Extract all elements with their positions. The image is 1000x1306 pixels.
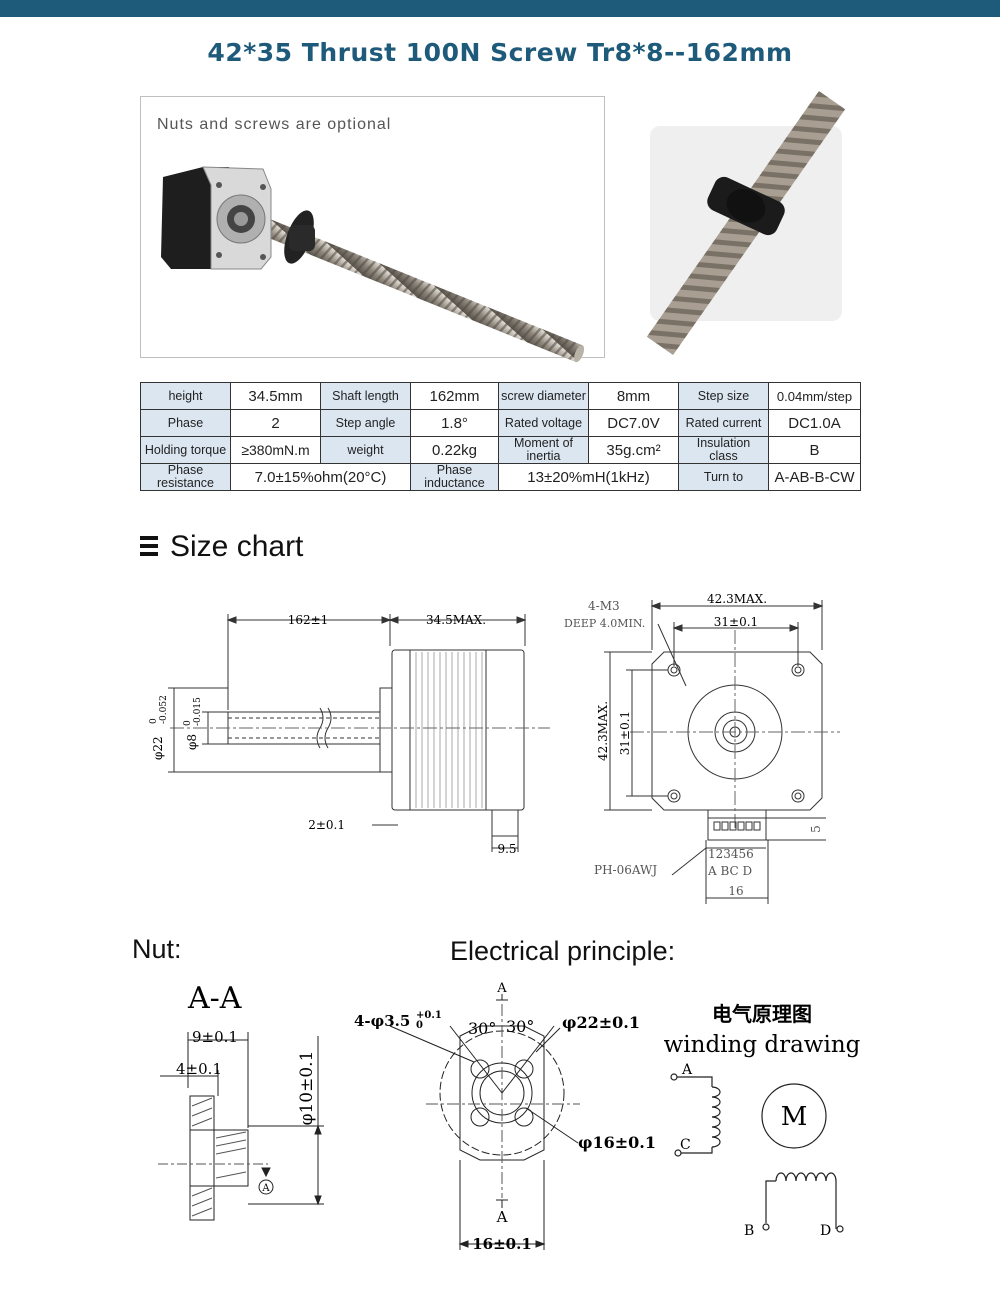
dim-connector-width: 16: [728, 884, 743, 898]
spec-key: Phase resistance: [140, 463, 231, 491]
spec-value: DC1.0A: [768, 409, 861, 437]
section-top-label: A: [496, 981, 507, 996]
spec-key: Shaft length: [320, 382, 411, 410]
motor-front-view-drawing: 4-M3 DEEP 4.0MIN. 42.3MAX. 31±0.1 42.3MA…: [564, 592, 840, 904]
photo-note: Nuts and screws are optional: [157, 116, 392, 133]
dia-outer-tol-low: -0.052: [159, 695, 169, 724]
section-label: A-A: [187, 981, 242, 1016]
spec-value: 0.04mm/step: [768, 382, 861, 410]
spec-row: height 34.5mm Shaft length 162mm screw d…: [140, 382, 861, 410]
spec-value: A-AB-B-CW: [768, 463, 861, 491]
spec-value: 162mm: [410, 382, 499, 410]
spec-key: weight: [320, 436, 411, 464]
inner-dia: φ16±0.1: [578, 1133, 656, 1152]
size-chart-title: Size chart: [170, 530, 304, 563]
connector-model: PH-06AWJ: [594, 863, 657, 877]
pin-numbers: 123456: [708, 847, 754, 861]
spec-key: height: [140, 382, 231, 410]
spec-value: DC7.0V: [588, 409, 679, 437]
terminal-c: C: [680, 1137, 691, 1153]
product-photo-box: Nuts and screws are optional: [140, 96, 605, 363]
depth-label: DEEP 4.0MIN.: [564, 617, 645, 630]
spec-row: Phase resistance 7.0±15%ohm(20°C) Phase …: [140, 463, 861, 491]
section-bottom-label: A: [496, 1208, 508, 1226]
spec-key: Rated current: [678, 409, 769, 437]
dim-nut-dia: φ10±0.1: [297, 1051, 317, 1126]
dim-connector: 9.5: [497, 842, 516, 856]
spec-value: 1.8°: [410, 409, 499, 437]
winding-title-cn: 电气原理图: [712, 1002, 812, 1026]
page-title: 42*35 Thrust 100N Screw Tr8*8--162mm: [207, 38, 793, 67]
spec-key: Holding torque: [140, 436, 231, 464]
spec-value: 0.22kg: [410, 436, 499, 464]
holes-tol-up: +0.1: [416, 1010, 442, 1021]
spec-key: Step angle: [320, 409, 411, 437]
spec-key: Step size: [678, 382, 769, 410]
nut-front-drawing: A A 4-φ3.5 +0.1 0 30° 30° φ22±0.1 φ16±0.…: [354, 981, 656, 1253]
terminal-a: A: [681, 1062, 693, 1078]
spec-row: Phase 2 Step angle 1.8° Rated voltage DC…: [140, 409, 861, 437]
terminal-d: D: [820, 1223, 831, 1239]
dia-shaft-tol-low: -0.015: [193, 697, 203, 726]
spec-row: Holding torque ≥380mN.m weight 0.22kg Mo…: [140, 436, 861, 464]
spec-key: screw diameter: [498, 382, 589, 410]
dim-hole-spacing-v: 31±0.1: [618, 711, 632, 755]
motor-with-screw-photo: [161, 166, 585, 363]
holes-tol-low: 0: [416, 1020, 423, 1031]
dim-height-max: 42.3MAX.: [596, 701, 610, 761]
spec-key: Moment of inertia: [498, 436, 589, 464]
spec-value: ≥380mN.m: [230, 436, 321, 464]
motor-symbol: M: [781, 1102, 808, 1132]
spec-value: 8mm: [588, 382, 679, 410]
dia-outer: φ22: [151, 736, 165, 760]
spec-key: Rated voltage: [498, 409, 589, 437]
spec-key: Insulation class: [678, 436, 769, 464]
outer-dia: φ22±0.1: [562, 1013, 640, 1032]
angle-right: 30°: [506, 1017, 534, 1036]
dia-shaft: φ8: [185, 734, 199, 750]
electrical-heading: Electrical principle:: [450, 936, 676, 966]
spec-table: height 34.5mm Shaft length 162mm screw d…: [140, 382, 861, 491]
spec-value: 34.5mm: [230, 382, 321, 410]
nut-closeup-photo: [646, 90, 846, 356]
menu-bars-icon: [140, 536, 158, 560]
spec-value: B: [768, 436, 861, 464]
angle-left: 30°: [468, 1019, 496, 1038]
dim-connector-offset: 5: [809, 825, 823, 833]
winding-drawing: 电气原理图 winding drawing A C M B D: [664, 1002, 861, 1239]
spec-value: 13±20%mH(1kHz): [498, 463, 679, 491]
spec-key: Turn to: [678, 463, 769, 491]
dim-nut-total: 9±0.1: [192, 1028, 238, 1046]
dim-body-length: 34.5MAX.: [426, 613, 486, 627]
spec-value: 2: [230, 409, 321, 437]
spec-value: 35g.cm²: [588, 436, 679, 464]
datum-label: A: [261, 1183, 270, 1194]
spec-key: Phase inductance: [410, 463, 499, 491]
nut-heading: Nut:: [132, 934, 182, 964]
holes-label: 4-M3: [588, 599, 620, 613]
top-banner: [0, 0, 1000, 17]
pin-letters: A BC D: [707, 864, 752, 878]
dia-outer-tol-up: 0: [149, 718, 159, 724]
motor-side-view-drawing: 162±1 34.5MAX. 2±0.1 9.5 φ22 0 -0.052 φ8…: [149, 613, 550, 856]
spec-value: 7.0±15%ohm(20°C): [230, 463, 411, 491]
dim-hole-spacing: 31±0.1: [714, 615, 758, 629]
dia-shaft-tol-up: 0: [183, 720, 193, 726]
dim-flange-thickness: 2±0.1: [308, 818, 345, 832]
nut-section-drawing: A-A 9±0.1 4±0.1 φ10±0.1 A: [158, 981, 324, 1221]
spec-key: Phase: [140, 409, 231, 437]
nut-width: 16±0.1: [472, 1235, 532, 1253]
terminal-b: B: [744, 1223, 754, 1239]
winding-title-en: winding drawing: [664, 1032, 861, 1058]
dim-width-max: 42.3MAX.: [707, 592, 767, 606]
dim-nut-flange: 4±0.1: [176, 1060, 222, 1078]
holes-label: 4-φ3.5: [354, 1012, 410, 1030]
dim-shaft-length: 162±1: [288, 613, 329, 627]
